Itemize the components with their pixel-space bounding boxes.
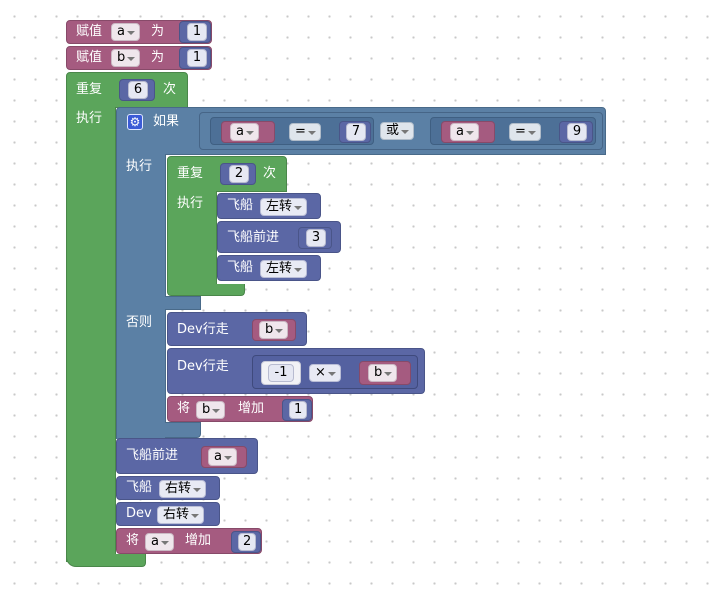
dev-turn-direction[interactable]: 右转 xyxy=(157,506,205,524)
if-footer-bar xyxy=(165,422,201,438)
change-a-label: 将 xyxy=(126,533,140,548)
multiply-block[interactable]: -1 × b xyxy=(252,355,418,389)
set-a-to-label: 为 xyxy=(151,24,165,39)
set-b-value-slot: 1 xyxy=(179,47,211,69)
or-condition[interactable]: a = 7 或 a = 9 xyxy=(199,112,603,150)
change-a-value-slot: 2 xyxy=(231,531,261,553)
ship-turn-label-2: 飞船 xyxy=(227,260,254,275)
outer-repeat-count-slot: 6 xyxy=(119,79,155,101)
ship-turn-direction-3[interactable]: 右转 xyxy=(159,480,207,498)
outer-repeat-count[interactable]: 6 xyxy=(128,81,148,99)
if-spine: 执行 否则 xyxy=(116,154,166,439)
outer-repeat-do-label: 执行 xyxy=(76,111,103,126)
ship-turn-direction-1[interactable]: 左转 xyxy=(260,198,308,216)
set-a-block[interactable]: 赋值 a 为 1 xyxy=(66,20,212,44)
dev-walk-block-1[interactable]: Dev行走 b xyxy=(167,312,307,346)
gear-icon[interactable]: ⚙ xyxy=(127,114,143,130)
ship-forward-block-1[interactable]: 飞船前进 3 xyxy=(217,221,341,253)
if-else-mid-bar xyxy=(165,296,201,310)
ship-turn-block-2[interactable]: 飞船 左转 xyxy=(217,255,321,281)
set-a-label: 赋值 xyxy=(76,24,103,39)
inner-repeat-spine: 执行 xyxy=(167,191,217,291)
outer-repeat-block[interactable]: 重复 6 次 xyxy=(66,72,188,108)
ship-turn-label-3: 飞船 xyxy=(126,480,153,495)
compare-left-var-block[interactable]: a xyxy=(221,121,275,143)
compare-left[interactable]: a = 7 xyxy=(210,117,374,145)
ship-forward-value-slot-1: 3 xyxy=(298,227,332,249)
outer-repeat-footer xyxy=(66,554,146,567)
outer-repeat-label: 重复 xyxy=(76,82,103,97)
inner-repeat-count-slot: 2 xyxy=(220,163,256,185)
ship-forward-value-1[interactable]: 3 xyxy=(306,229,326,247)
multiply-left-value[interactable]: -1 xyxy=(268,364,294,382)
compare-right-op-dropdown[interactable]: = xyxy=(509,123,541,141)
set-b-label: 赋值 xyxy=(76,50,103,65)
compare-left-value[interactable]: 7 xyxy=(346,123,366,141)
ship-turn-block-1[interactable]: 飞船 左转 xyxy=(217,193,321,219)
multiply-var-dropdown[interactable]: b xyxy=(368,364,398,382)
inner-repeat-footer xyxy=(167,284,245,296)
if-label: 如果 xyxy=(153,114,180,129)
compare-left-var-dropdown[interactable]: a xyxy=(230,123,259,141)
inner-repeat-block[interactable]: 重复 2 次 xyxy=(167,156,287,192)
change-a-var-dropdown[interactable]: a xyxy=(145,533,174,551)
compare-left-value-slot: 7 xyxy=(339,121,371,143)
ship-forward-label-2: 飞船前进 xyxy=(126,448,179,463)
change-a-block[interactable]: 将 a 增加 2 xyxy=(116,528,262,554)
set-b-value[interactable]: 1 xyxy=(187,49,207,67)
ship-turn-direction-2[interactable]: 左转 xyxy=(260,260,308,278)
change-b-block[interactable]: 将 b 增加 1 xyxy=(167,396,313,422)
ship-forward-var-dropdown-2[interactable]: a xyxy=(208,448,237,466)
ship-turn-block-3[interactable]: 飞船 右转 xyxy=(116,476,220,500)
inner-repeat-times-label: 次 xyxy=(263,166,277,181)
ship-turn-label-1: 飞船 xyxy=(227,198,254,213)
dev-walk-label-2: Dev行走 xyxy=(177,359,229,374)
else-label: 否则 xyxy=(126,315,153,330)
compare-left-op-dropdown[interactable]: = xyxy=(289,123,321,141)
set-b-to-label: 为 xyxy=(151,50,165,65)
change-b-value-slot: 1 xyxy=(282,399,312,421)
change-a-value[interactable]: 2 xyxy=(238,533,256,551)
compare-right[interactable]: a = 9 xyxy=(430,117,596,145)
inner-repeat-label: 重复 xyxy=(177,166,204,181)
set-a-value-slot: 1 xyxy=(179,21,211,43)
inner-repeat-do-label: 执行 xyxy=(177,196,204,211)
outer-repeat-times-label: 次 xyxy=(163,82,177,97)
logic-op-dropdown[interactable]: 或 xyxy=(380,122,415,140)
dev-turn-block[interactable]: Dev 右转 xyxy=(116,502,220,526)
if-else-header[interactable]: ⚙ 如果 a = 7 或 a = 9 xyxy=(116,107,606,155)
compare-right-value[interactable]: 9 xyxy=(567,123,587,141)
change-b-var-dropdown[interactable]: b xyxy=(196,401,226,419)
ship-forward-label-1: 飞船前进 xyxy=(227,230,280,245)
multiply-left-slot: -1 xyxy=(261,361,301,385)
ship-forward-var-block-2[interactable]: a xyxy=(201,446,247,468)
multiply-op-dropdown[interactable]: × xyxy=(309,364,341,382)
compare-right-value-slot: 9 xyxy=(559,121,593,143)
set-a-var-dropdown[interactable]: a xyxy=(111,23,140,41)
compare-right-var-block[interactable]: a xyxy=(441,121,495,143)
set-b-var-dropdown[interactable]: b xyxy=(111,49,141,67)
change-b-value[interactable]: 1 xyxy=(289,401,307,419)
dev-walk-var-block-1[interactable]: b xyxy=(252,319,296,341)
dev-walk-label-1: Dev行走 xyxy=(177,322,229,337)
compare-right-var-dropdown[interactable]: a xyxy=(450,123,479,141)
inner-repeat-count[interactable]: 2 xyxy=(229,165,249,183)
ship-forward-block-2[interactable]: 飞船前进 a xyxy=(116,438,258,474)
dev-turn-label: Dev xyxy=(126,506,152,521)
if-do-label: 执行 xyxy=(126,159,153,174)
dev-walk-var-dropdown-1[interactable]: b xyxy=(259,321,289,339)
change-b-by-label: 增加 xyxy=(238,401,265,416)
dev-walk-block-2[interactable]: Dev行走 -1 × b xyxy=(167,348,425,394)
set-b-block[interactable]: 赋值 b 为 1 xyxy=(66,46,212,70)
change-a-by-label: 增加 xyxy=(185,533,212,548)
multiply-var-block[interactable]: b xyxy=(359,361,411,385)
outer-repeat-spine: 执行 xyxy=(66,107,116,562)
set-a-value[interactable]: 1 xyxy=(187,23,207,41)
change-b-label: 将 xyxy=(177,401,191,416)
